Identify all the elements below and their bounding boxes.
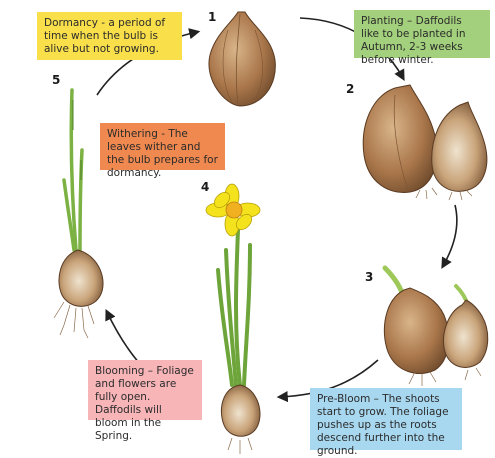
arrow-2-to-3 — [443, 205, 457, 266]
blooming-label: Blooming – Foliage and flowers are fully… — [88, 360, 202, 420]
stage-number-2: 2 — [346, 82, 354, 96]
dormant-bulb-illustration — [209, 12, 275, 106]
stage-number-1: 1 — [208, 10, 216, 24]
blooming-daffodil-illustration — [206, 184, 260, 454]
planting-label: Planting – Daffodils like to be planted … — [354, 10, 490, 58]
stage-number-4: 4 — [201, 180, 209, 194]
pre-bloom-label: Pre-Bloom – The shoots start to grow. Th… — [310, 388, 462, 450]
stage-number-3: 3 — [365, 270, 373, 284]
dormancy-label: Dormancy - a period of time when the bul… — [37, 12, 182, 60]
stage-number-5: 5 — [52, 73, 60, 87]
planted-bulbs-illustration — [363, 85, 487, 200]
withering-plant-illustration — [54, 90, 103, 338]
pre-bloom-illustration — [384, 268, 487, 386]
withering-label: Withering - The leaves wither and the bu… — [100, 123, 225, 170]
